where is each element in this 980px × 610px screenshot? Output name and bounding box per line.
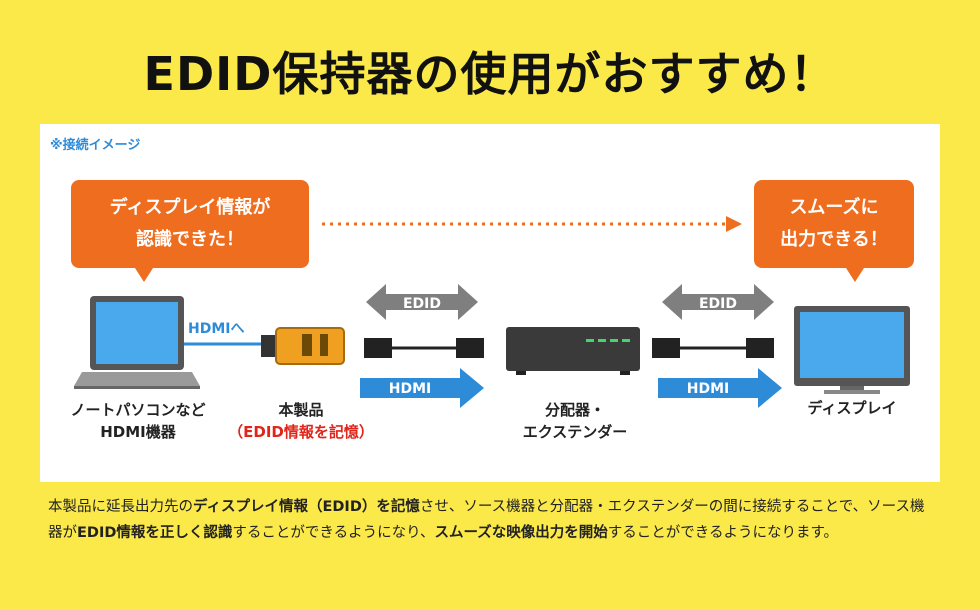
callout-smooth-output: スムーズに 出力できる！ [754, 180, 914, 282]
edid-bidirectional-arrow-2: EDID [662, 284, 774, 320]
callout-line-2: 出力できる！ [780, 229, 888, 250]
hdmi-arrow-label: HDMI [687, 381, 729, 397]
page-title: EDID保持器の使用がおすすめ！ [143, 47, 837, 101]
desc-emphasis-3: スムーズな映像出力を開始 [434, 525, 608, 541]
hdmi-signal-arrow-2: HDMI [658, 368, 782, 408]
hdmi-to-label: HDMIへ [188, 321, 245, 337]
desc-emphasis-1: ディスプレイ情報（EDID）を記憶 [193, 499, 420, 515]
dotted-arrow-head [726, 216, 742, 232]
edid-keeper-device-icon [261, 327, 345, 365]
desc-text-4: することができるようになります。 [607, 525, 839, 541]
label-line-1: ディスプレイ [807, 399, 897, 417]
callout-line-1: ディスプレイ情報が [109, 197, 271, 218]
hdmi-arrow-label: HDMI [389, 381, 431, 397]
callout-line-2: 認識できた！ [136, 229, 244, 250]
desc-text-3: することができるようになり、 [232, 525, 435, 541]
splitter-label: 分配器・ エクステンダー [495, 399, 655, 443]
edid-arrow-label: EDID [699, 296, 737, 312]
diagram-graphics: EDID HDMI EDID [74, 216, 910, 408]
edid-arrow-label: EDID [403, 296, 441, 312]
desc-text-2: させ、ソース機器と分配器・エクステンダーの間に接続することで、ソース機器が [48, 499, 925, 541]
label-line-2: HDMI機器 [100, 423, 176, 441]
splitter-extender-icon [506, 327, 640, 375]
label-line-1: 分配器・ [544, 401, 605, 419]
label-line-1: 本製品 [278, 401, 324, 419]
connection-image-note: ※接続イメージ [50, 138, 141, 153]
label-line-2: （EDID情報を記憶） [228, 423, 374, 441]
callout-line-1: スムーズに [789, 197, 879, 218]
description-paragraph: 本製品に延長出力先のディスプレイ情報（EDID）を記憶させ、ソース機器と分配器・… [48, 494, 938, 546]
desc-text-1: 本製品に延長出力先の [48, 499, 193, 515]
callout-display-info-recognized: ディスプレイ情報が 認識できた！ [71, 180, 309, 282]
label-line-2: エクステンダー [522, 423, 628, 441]
product-label: 本製品 （EDID情報を記憶） [216, 399, 386, 443]
laptop-icon [74, 296, 200, 389]
hdmi-cable-2 [652, 338, 774, 358]
label-line-1: ノートパソコンなど [70, 401, 206, 419]
laptop-label: ノートパソコンなど HDMI機器 [54, 399, 222, 443]
hdmi-signal-arrow-1: HDMI [360, 368, 484, 408]
connection-diagram-panel: ※接続イメージ ディスプレイ情報が 認識できた！ スムーズに 出力できる！ [40, 124, 940, 482]
edid-bidirectional-arrow-1: EDID [366, 284, 478, 320]
desc-emphasis-2: EDID情報を正しく認識 [77, 525, 233, 541]
display-label: ディスプレイ [782, 397, 922, 419]
hdmi-cable-1 [364, 338, 484, 358]
display-monitor-icon [794, 306, 910, 394]
